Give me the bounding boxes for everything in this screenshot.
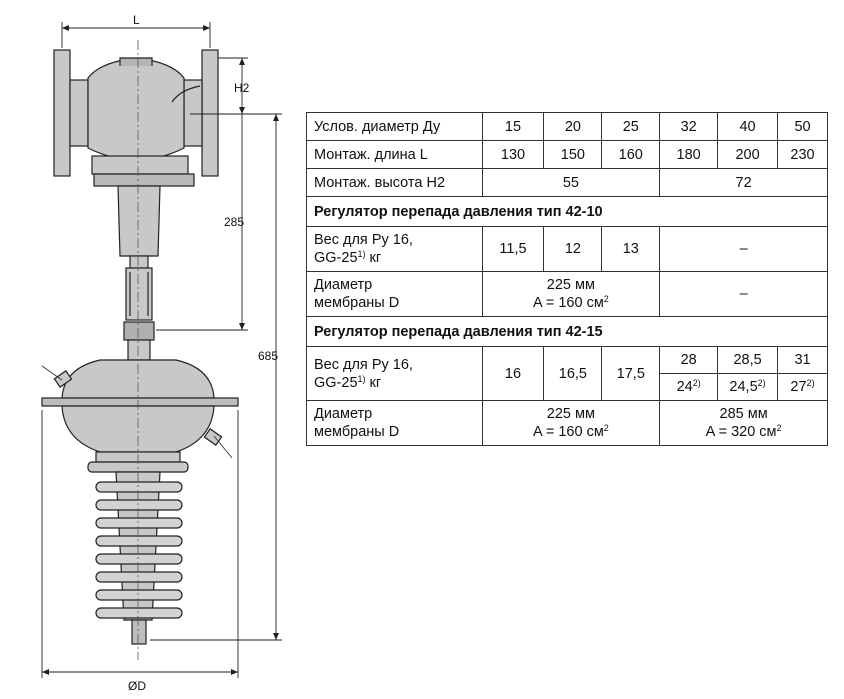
label-line2: мембраны D xyxy=(314,424,400,440)
cell: 150 xyxy=(543,140,603,169)
row-install-height: Монтаж. высота H2 55 72 xyxy=(306,168,828,197)
cell: 32 xyxy=(659,112,719,141)
label-unit: кг xyxy=(365,250,382,266)
section-42-10: Регулятор перепада давления тип 42-10 xyxy=(306,196,828,227)
footnote-marker: 2) xyxy=(806,378,815,388)
cell: 40 xyxy=(717,112,779,141)
value-line2: A = 320 см xyxy=(705,424,777,440)
footnote-marker: 1) xyxy=(357,249,366,259)
cell: 15 xyxy=(481,112,545,141)
cell: 200 xyxy=(717,140,779,169)
cell: 230 xyxy=(777,140,828,169)
valve-drawing: L H2 285 685 ØD xyxy=(41,13,282,693)
valve-body xyxy=(87,57,185,161)
row-label: Вес для Ру 16, GG-251) кг xyxy=(306,346,483,401)
spec-table: Услов. диаметр Ду 15 20 25 32 40 50 Монт… xyxy=(306,112,828,446)
row-weight-42-15-a: Вес для Ру 16, GG-251) кг 16 16,5 17,5 2… xyxy=(306,346,828,401)
cell: 272) xyxy=(777,373,828,401)
cell: 72 xyxy=(659,168,828,197)
cell: 16 xyxy=(481,346,545,401)
dim-label-L: L xyxy=(133,13,140,27)
value-line1: 225 мм xyxy=(546,406,595,422)
label-line2: мембраны D xyxy=(314,295,400,311)
section-title: Регулятор перепада давления тип 42-10 xyxy=(306,196,828,227)
row-diaphragm-42-15: Диаметр мембраны D 225 мм A = 160 см2 28… xyxy=(306,400,828,446)
footnote-marker: 1) xyxy=(357,373,366,384)
cell: 225 мм A = 160 см2 xyxy=(481,271,661,317)
dim-label-H2: H2 xyxy=(234,81,250,95)
cell: 225 мм A = 160 см2 xyxy=(481,400,661,446)
cell: 12 xyxy=(543,226,603,272)
row-install-length: Монтаж. длина L 130 150 160 180 200 230 xyxy=(306,140,828,169)
superscript: 2 xyxy=(603,423,609,433)
cell: 25 xyxy=(601,112,661,141)
label-line1: Диаметр xyxy=(314,406,373,422)
cell: 16,5 xyxy=(543,346,603,401)
label-text: GG-25 xyxy=(314,250,358,266)
cell: 31 xyxy=(777,346,828,374)
row-nominal-diameter: Услов. диаметр Ду 15 20 25 32 40 50 xyxy=(306,112,828,141)
label-line1: Диаметр xyxy=(314,277,373,293)
dim-label-285: 285 xyxy=(224,215,244,229)
section-title: Регулятор перепада давления тип 42-15 xyxy=(306,316,828,347)
row-label: Монтаж. длина L xyxy=(306,140,483,169)
cell: 24,52) xyxy=(717,373,779,401)
value-line2: A = 160 см xyxy=(532,295,604,311)
cell: 55 xyxy=(481,168,661,197)
row-diaphragm-42-10: Диаметр мембраны D 225 мм A = 160 см2 – xyxy=(306,271,828,317)
label-unit: кг xyxy=(365,374,382,391)
cell: 242) xyxy=(659,373,719,401)
value-line2: A = 160 см xyxy=(532,424,604,440)
cell: – xyxy=(659,271,828,317)
cell: 28 xyxy=(659,346,719,374)
cell: 20 xyxy=(543,112,603,141)
superscript: 2 xyxy=(776,423,782,433)
row-label: Монтаж. высота H2 xyxy=(306,168,483,197)
cell: 11,5 xyxy=(481,226,545,272)
cell: 13 xyxy=(601,226,661,272)
right-flange xyxy=(201,49,219,177)
dim-label-D: ØD xyxy=(128,679,146,693)
value: 27 xyxy=(790,379,807,395)
section-42-15: Регулятор перепада давления тип 42-15 xyxy=(306,316,828,347)
row-label: Диаметр мембраны D xyxy=(306,400,483,446)
superscript: 2 xyxy=(603,294,609,304)
row-weight-42-15-b: 242) 24,52) 272) xyxy=(307,373,828,401)
dim-label-685: 685 xyxy=(258,349,278,363)
footnote-marker: 2) xyxy=(757,378,766,388)
row-weight-42-10: Вес для Ру 16, GG-251) кг 11,5 12 13 – xyxy=(306,226,828,272)
value: 24 xyxy=(676,379,693,395)
label-text: GG-25 xyxy=(314,374,358,391)
cell: 50 xyxy=(777,112,828,141)
cell: – xyxy=(659,226,828,272)
cell: 17,5 xyxy=(601,346,661,401)
value-line1: 285 мм xyxy=(719,406,768,422)
row-label: Диаметр мембраны D xyxy=(306,271,483,317)
cell: 130 xyxy=(481,140,545,169)
row-label: Услов. диаметр Ду xyxy=(306,112,483,141)
cell: 28,5 xyxy=(717,346,779,374)
cell: 160 xyxy=(601,140,661,169)
left-flange xyxy=(53,49,71,177)
cell: 285 мм A = 320 см2 xyxy=(659,400,828,446)
value-line1: 225 мм xyxy=(546,277,595,293)
footnote-marker: 2) xyxy=(692,378,701,388)
label-line1: Вес для Ру 16, xyxy=(314,232,413,248)
value: 24,5 xyxy=(729,379,758,395)
cell: 180 xyxy=(659,140,719,169)
label-line1: Вес для Ру 16, xyxy=(314,356,413,373)
row-label: Вес для Ру 16, GG-251) кг xyxy=(306,226,483,272)
